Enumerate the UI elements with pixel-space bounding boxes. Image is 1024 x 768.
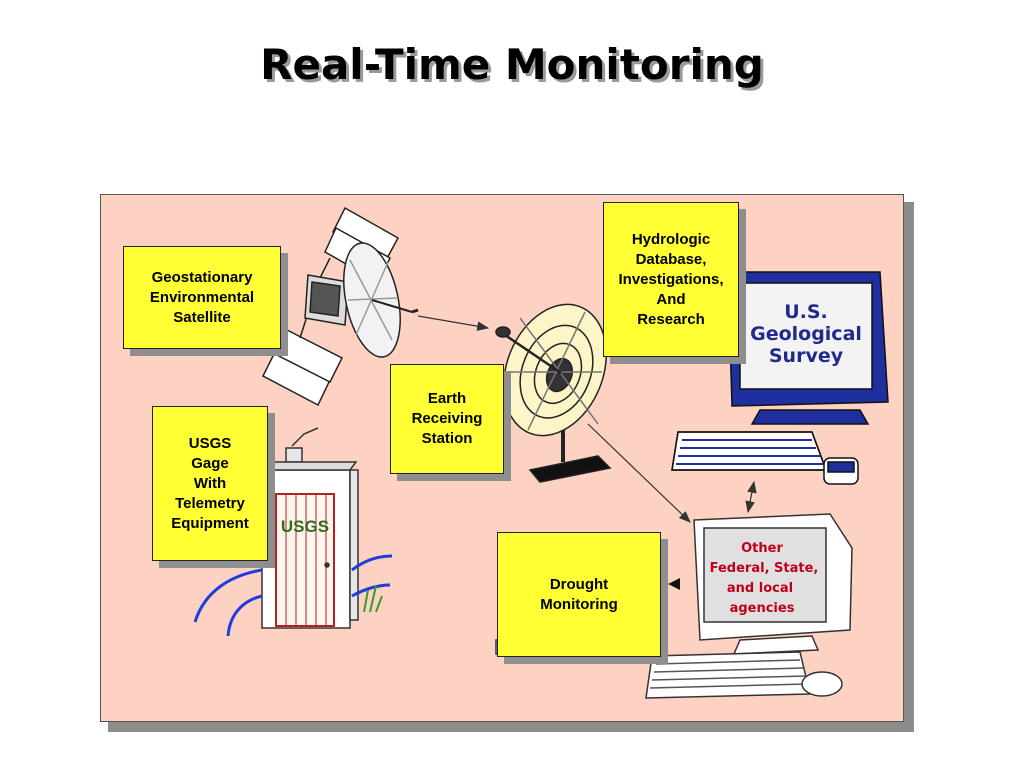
earth-station-dish-icon xyxy=(495,303,612,483)
grass-icon xyxy=(363,585,383,613)
arrow-satellite-to-dish xyxy=(417,315,490,331)
earth-station-label-box: Earth Receiving Station xyxy=(390,364,504,474)
usgs-gage-shed-icon xyxy=(259,427,359,629)
satellite-label-box: Geostationary Environmental Satellite xyxy=(123,246,281,349)
flow-arrows xyxy=(417,315,757,523)
arrow-usgs-agencies xyxy=(745,480,757,514)
svg-text:Federal, State,: Federal, State, xyxy=(710,561,819,576)
usgs-screen-text: U.S. Geological Survey xyxy=(750,301,862,367)
usgs-shed-sign: USGS xyxy=(281,517,329,536)
svg-text:and local: and local xyxy=(727,581,793,596)
svg-text:Geological: Geological xyxy=(750,323,862,345)
arrow-dish-to-agencies xyxy=(587,423,691,523)
page-title: Real-Time Monitoring xyxy=(260,40,764,89)
database-label-box: Hydrologic Database, Investigations, And… xyxy=(603,202,739,357)
usgs-computer-icon xyxy=(671,271,889,485)
agencies-computer-icon xyxy=(495,513,853,699)
drought-label-box: Drought Monitoring xyxy=(497,532,661,657)
agencies-screen-text: Other Federal, State, and local agencies xyxy=(710,541,819,616)
svg-text:Survey: Survey xyxy=(769,345,844,367)
svg-text:U.S.: U.S. xyxy=(784,301,828,323)
arrow-agencies-to-drought xyxy=(668,578,680,590)
svg-text:agencies: agencies xyxy=(730,601,795,616)
gage-label-box: USGS Gage With Telemetry Equipment xyxy=(152,406,268,561)
svg-text:Other: Other xyxy=(741,541,783,556)
satellite-icon xyxy=(262,206,419,407)
river-icon xyxy=(193,554,393,637)
